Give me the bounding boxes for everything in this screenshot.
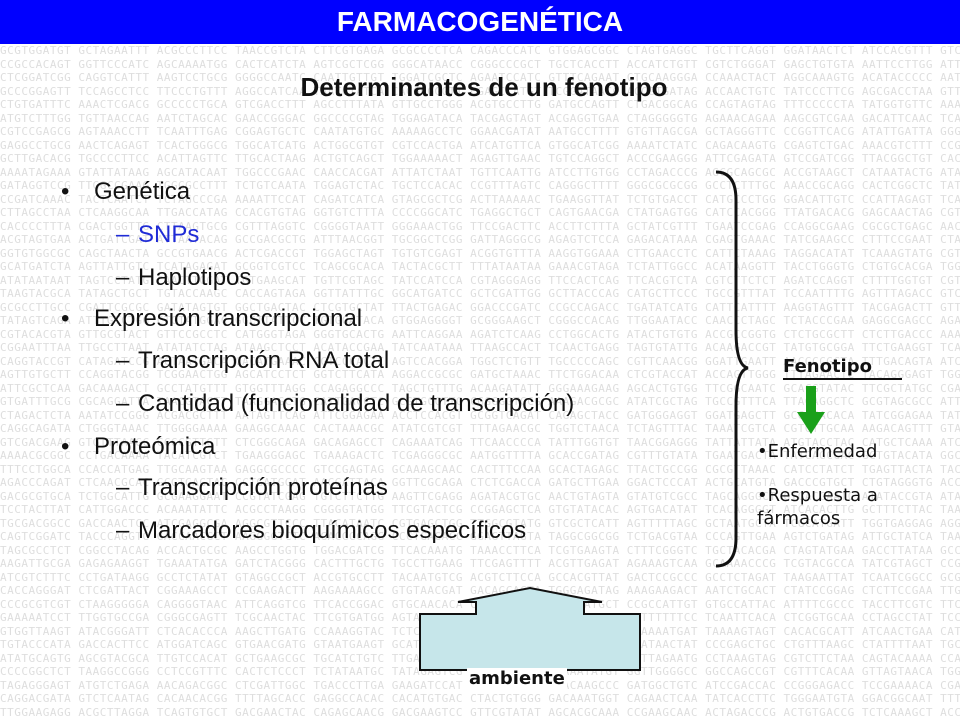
title-bar [0, 0, 960, 44]
sublist-item-label: Marcadores bioquímicos específicos [138, 517, 527, 544]
list-item-label: Genética [94, 178, 191, 205]
dash-icon: – [116, 264, 130, 291]
right-brace-icon [715, 170, 749, 568]
dash-icon: – [116, 221, 130, 248]
bullet-icon: • [61, 178, 70, 205]
dash-icon: – [116, 517, 130, 544]
outcome-respuesta: •Respuesta a [757, 485, 878, 506]
sublist-item-label: Transcripción proteínas [138, 474, 388, 501]
dna-sequence-background: GCGTGGATGT GCTAGAATTT ACGCCCTTCC TAACCGT… [0, 44, 960, 720]
fenotipo-label: Fenotipo [783, 356, 872, 377]
outcome-enfermedad: •Enfermedad [757, 441, 878, 462]
environment-up-arrow-icon [419, 586, 641, 671]
down-arrow-icon [797, 386, 825, 434]
fenotipo-underline [783, 378, 902, 380]
ambiente-label: ambiente [467, 668, 567, 689]
sublist-item-label: Haplotipos [138, 264, 252, 291]
bullet-icon: • [61, 305, 70, 332]
slide-title: FARMACOGENÉTICA [336, 6, 624, 37]
sublist-item-label: SNPs [138, 221, 200, 248]
dash-icon: – [116, 390, 130, 417]
bullet-icon: • [61, 433, 70, 460]
sublist-item-label: Transcripción RNA total [138, 347, 390, 374]
outcome-farmacos: fármacos [757, 508, 841, 529]
list-item-label: Expresión transcripcional [94, 305, 363, 332]
dash-icon: – [116, 347, 130, 374]
slide-subtitle: Determinantes de un fenotipo [300, 72, 668, 102]
dash-icon: – [116, 474, 130, 501]
list-item-label: Proteómica [94, 433, 216, 460]
sublist-item-label: Cantidad (funcionalidad de transcripción… [138, 390, 575, 417]
